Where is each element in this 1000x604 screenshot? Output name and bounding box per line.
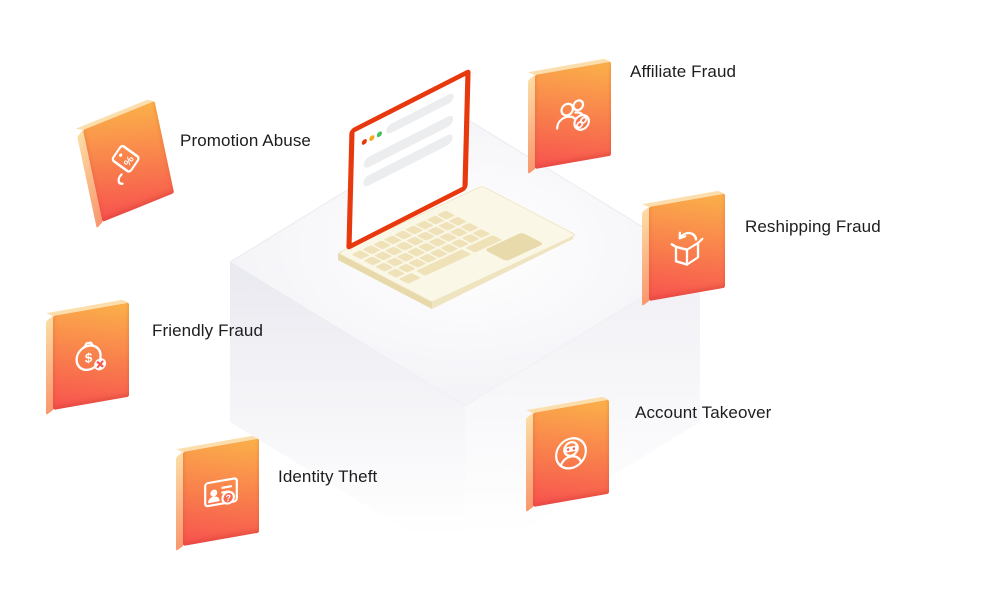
laptop-screen <box>346 69 471 250</box>
browser-dot-red <box>361 139 367 145</box>
tile-edge <box>176 452 183 552</box>
label-account-takeover: Account Takeover <box>635 403 772 422</box>
tile-account-takeover <box>526 396 609 513</box>
tile-reshipping-fraud <box>642 190 725 307</box>
tile-friendly-fraud: $ <box>46 299 130 416</box>
laptop-keyboard-base <box>339 186 575 302</box>
laptop-base-edge <box>338 253 432 309</box>
browser-dot-green <box>376 131 382 138</box>
id-card-question-icon: ? <box>204 477 238 508</box>
browser-address-bar <box>386 93 454 134</box>
tile-face: $ <box>53 302 129 410</box>
screen-content-bar <box>363 115 454 168</box>
tile-face <box>535 61 611 169</box>
linked-users-icon <box>556 99 590 131</box>
label-identity-theft: Identity Theft <box>278 467 378 486</box>
laptop-illustration <box>338 69 575 309</box>
question-glyph: ? <box>225 493 231 504</box>
tile-promotion-abuse: % <box>75 99 175 229</box>
browser-dot-yellow <box>369 135 375 141</box>
tile-affiliate-fraud <box>528 58 611 175</box>
tile-edge <box>526 413 533 513</box>
return-box-icon <box>670 231 704 266</box>
laptop-on-pedestal-illustration <box>229 69 701 566</box>
tile-face <box>649 193 725 301</box>
keyboard-keys <box>352 211 502 284</box>
tile-edge <box>642 207 649 307</box>
dollar-cross-icon: $ <box>75 341 107 372</box>
trackpad <box>486 233 543 261</box>
label-promotion-abuse: Promotion Abuse <box>180 131 311 150</box>
dollar-glyph: $ <box>85 350 93 366</box>
masked-user-icon <box>555 437 587 470</box>
tile-face: ? <box>183 438 259 546</box>
tile-face: % <box>83 101 175 222</box>
label-reshipping-fraud: Reshipping Fraud <box>745 217 881 236</box>
screen-content-bar <box>363 134 453 187</box>
tile-edge <box>528 75 535 175</box>
tile-identity-theft: ? <box>176 435 259 552</box>
discount-tag-icon: % <box>111 144 140 186</box>
tile-edge <box>46 316 53 416</box>
label-friendly-fraud: Friendly Fraud <box>152 321 263 340</box>
tile-face <box>533 399 609 507</box>
label-affiliate-fraud: Affiliate Fraud <box>630 62 737 81</box>
